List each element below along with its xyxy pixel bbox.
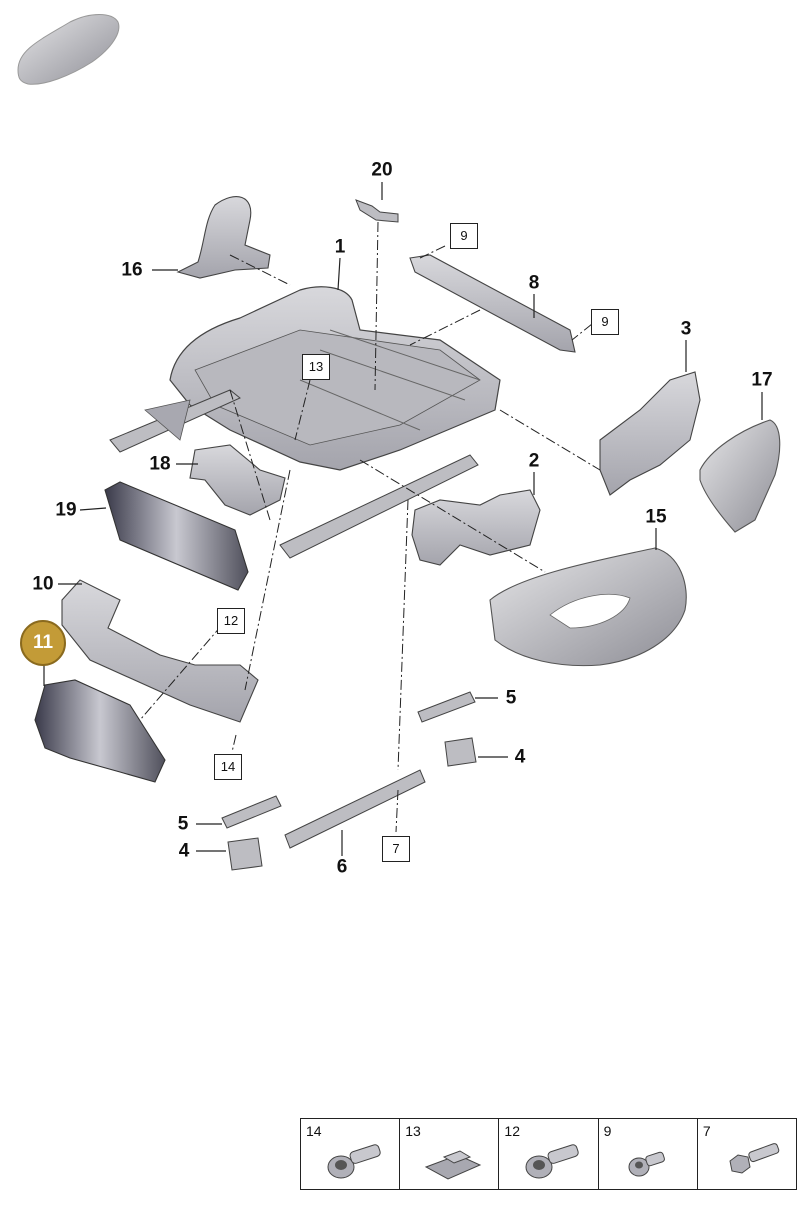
clip-nut-icon [425, 1150, 482, 1180]
short-bolt-icon [628, 1151, 665, 1177]
flange-bolt-icon [327, 1144, 381, 1179]
bracket-part-3 [599, 371, 701, 496]
callout-1: 1 [334, 236, 346, 258]
callout-5-upper: 5 [505, 687, 517, 709]
clip-part-4-upper [444, 737, 477, 767]
trim-part-15 [489, 547, 687, 667]
guide-part-5-upper [417, 691, 476, 723]
bracket-part-10 [61, 579, 259, 723]
seat-frame-part [109, 286, 501, 559]
boxed-callout-7: 7 [382, 836, 410, 862]
car-thumbnail-icon [17, 14, 120, 85]
clip-part-20 [355, 199, 399, 223]
boxed-callout-9-upper: 9 [450, 223, 478, 249]
fastener-cell-7: 7 [698, 1119, 796, 1189]
guide-part-5-lower [221, 795, 282, 829]
fastener-cell-9: 9 [599, 1119, 698, 1189]
fastener-number: 9 [603, 1123, 612, 1139]
callout-2: 2 [528, 450, 540, 472]
leader-lines [43, 182, 763, 856]
flange-bolt-icon [525, 1144, 580, 1179]
fastener-number: 13 [405, 1123, 421, 1139]
fastener-cell-12: 12 [499, 1119, 599, 1189]
callout-15: 15 [645, 506, 667, 528]
fastener-cell-14: 14 [301, 1119, 401, 1189]
callout-5-lower: 5 [177, 813, 189, 835]
callout-16: 16 [121, 259, 143, 281]
fastener-number: 12 [504, 1123, 520, 1139]
mechanism-part-2 [411, 489, 541, 566]
rail-part-8 [409, 254, 576, 353]
boxed-callout-13: 13 [302, 354, 330, 380]
highlighted-callout-11[interactable]: 11 [20, 620, 66, 666]
callout-4-lower: 4 [178, 840, 190, 862]
rail-part-6 [284, 769, 426, 849]
fastener-cell-13: 13 [400, 1119, 500, 1189]
side-shield-part-16 [176, 196, 271, 279]
boxed-callout-14: 14 [214, 754, 242, 780]
fastener-legend-table: 14 13 12 9 7 [300, 1118, 797, 1190]
callout-20: 20 [371, 159, 393, 181]
fastener-number: 14 [306, 1123, 322, 1139]
hex-bolt-icon [729, 1143, 780, 1174]
callout-18: 18 [149, 453, 171, 475]
boxed-callout-12: 12 [217, 608, 245, 634]
callout-19: 19 [55, 499, 77, 521]
assembly-lines [139, 221, 601, 833]
callout-10: 10 [32, 573, 54, 595]
callout-4-upper: 4 [514, 746, 526, 768]
clip-part-4-lower [227, 837, 263, 871]
callout-3: 3 [680, 318, 692, 340]
cover-part-17 [699, 419, 781, 533]
bracket-part-18 [189, 444, 286, 516]
boxed-callout-9-lower: 9 [591, 309, 619, 335]
callout-8: 8 [528, 272, 540, 294]
cover-part-11 [34, 679, 166, 783]
callout-17: 17 [751, 369, 773, 391]
callout-6: 6 [336, 856, 348, 878]
fastener-number: 7 [702, 1123, 711, 1139]
trim-bar-part-19 [104, 481, 249, 591]
